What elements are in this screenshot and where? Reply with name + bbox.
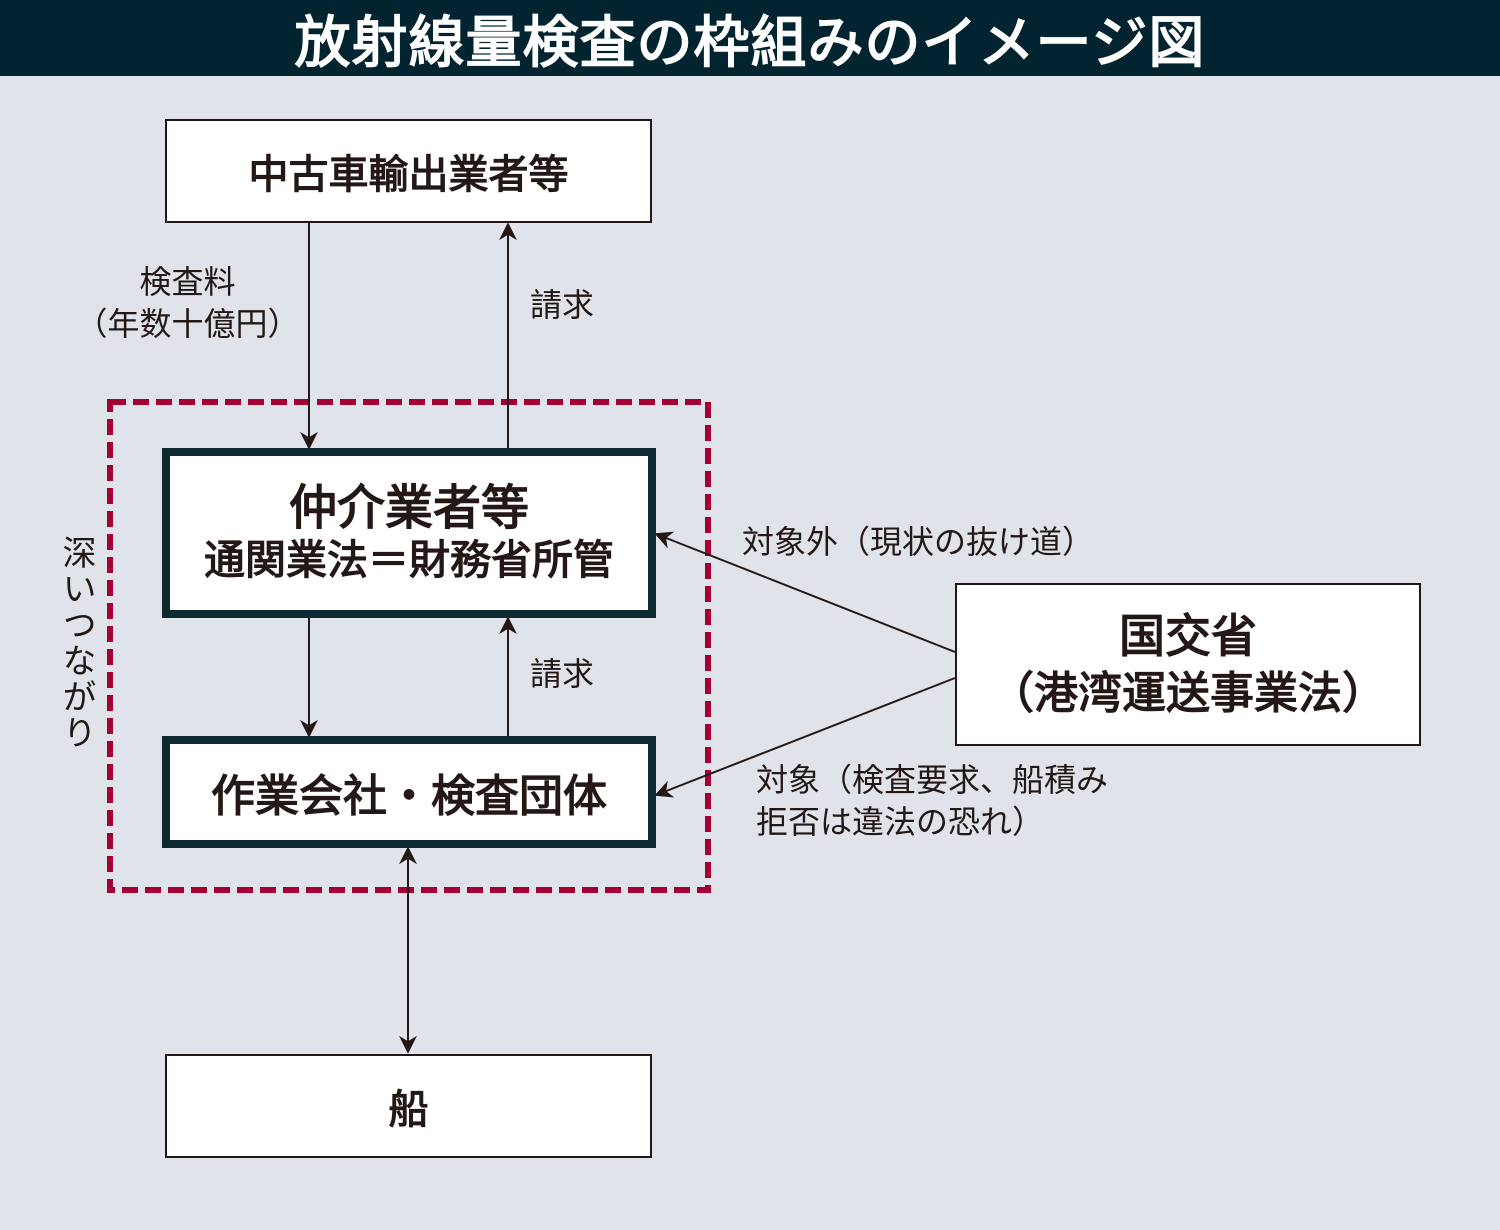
brokers-label: 仲介業者等 (288, 479, 529, 536)
not-covered-arrow (654, 531, 956, 653)
exporters-label: 中古車輸出業者等 (248, 152, 569, 198)
invoice-mid-label: 請求 (530, 655, 595, 693)
exporters-box: 中古車輸出業者等 (165, 119, 652, 223)
inspectors-label: 作業会社・検査団体 (211, 771, 607, 822)
page-title: 放射線量検査の枠組みのイメージ図 (294, 10, 1206, 76)
brokers-box: 仲介業者等 通関業法＝財務省所管 (162, 448, 656, 618)
fee-label-line2: （年数十億円） (75, 304, 300, 343)
not-covered-label: 対象外（現状の抜け道） (742, 523, 1095, 561)
covered-label-line1: 対象（検査要求、船積み (756, 761, 1109, 799)
covered-label-line2: 拒否は違法の恐れ） (756, 802, 1045, 841)
mlit-box: 国交省 （港湾運送事業法） (955, 583, 1421, 746)
covered-label: 対象（検査要求、船積み 拒否は違法の恐れ） (756, 760, 1108, 843)
brokers-law-label: 通関業法＝財務省所管 (204, 536, 614, 584)
ship-label: 船 (388, 1087, 429, 1133)
inspectors-box: 作業会社・検査団体 (162, 736, 656, 848)
fee-label-line1: 検査料 (139, 263, 236, 301)
title-bar: 放射線量検査の枠組みのイメージ図 (0, 0, 1500, 76)
invoice-top-label: 請求 (530, 286, 595, 324)
mlit-law-label: （港湾運送事業法） (990, 667, 1386, 719)
fee-label: 検査料 （年数十億円） (70, 262, 305, 345)
covered-arrow (654, 677, 956, 798)
ship-box: 船 (165, 1054, 652, 1158)
mlit-label: 国交省 (1119, 609, 1257, 664)
deep-ties-label: 深いつながり (56, 535, 96, 751)
